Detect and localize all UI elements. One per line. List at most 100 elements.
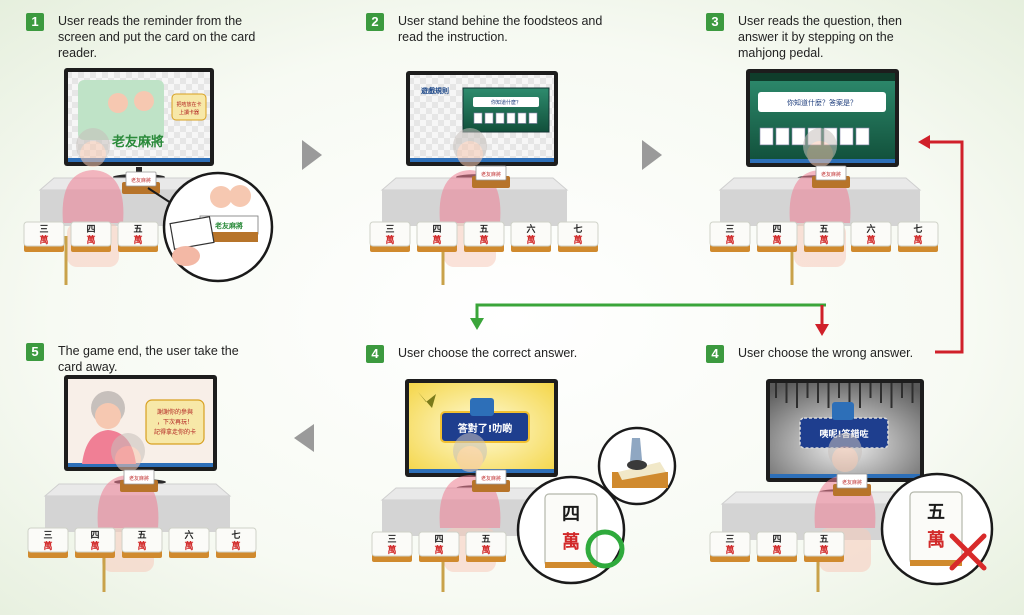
mahjong-tile: 三萬: [709, 531, 751, 562]
tile-number: 四: [434, 534, 443, 545]
tile-number: 三: [725, 534, 734, 545]
tile-face: [23, 221, 65, 247]
tile-face: [803, 531, 845, 557]
tile-wan: 萬: [184, 540, 193, 552]
step-number-badge: 1: [26, 13, 44, 31]
card-reader-card: [836, 473, 868, 489]
tile-wan: 萬: [725, 234, 734, 246]
flow-arrow-green-line: [475, 303, 826, 320]
flow-arrow-red-loop-line: [928, 140, 964, 354]
screen-tile: [839, 127, 854, 146]
tile-number: 五: [481, 534, 490, 545]
correct-circle-icon: [585, 529, 625, 569]
card-reader: 老友麻將: [472, 469, 510, 492]
tile-number: 三: [725, 224, 734, 235]
mahjong-tile: 六萬: [850, 221, 892, 252]
mahjong-tile: 七萬: [215, 527, 257, 558]
zoom-pedal-face: [618, 462, 666, 480]
step-3: 3 User reads the question, then answer i…: [706, 13, 931, 61]
mahjong-tile: 七萬: [557, 221, 599, 252]
card-reader-card: [815, 165, 847, 181]
screen-tile: [791, 127, 806, 146]
screen-confetti: [418, 392, 436, 408]
tile-number: 三: [387, 534, 396, 545]
card-reader-label: 老友麻將: [821, 171, 841, 178]
mahjong-tile: 五萬: [117, 221, 159, 252]
zoom-tile-wan: 萬: [927, 530, 945, 551]
tile-face: [850, 221, 892, 247]
card-reader-label: 老友麻將: [481, 171, 501, 178]
tile-wan: 萬: [772, 544, 781, 556]
tile-face: [215, 527, 257, 553]
step-number-badge: 3: [706, 13, 724, 31]
tile-number: 三: [43, 530, 52, 541]
screen-speech-bubble: [145, 399, 205, 445]
mahjong-tile: 五萬: [803, 531, 845, 562]
tile-face: [709, 221, 751, 247]
mahjong-tile: 六萬: [510, 221, 552, 252]
mahjong-tile: 五萬: [463, 221, 505, 252]
zoom-reader-base: [200, 232, 258, 242]
tile-face: [418, 531, 460, 557]
bubble-text: 記得拿走你的卡: [154, 428, 196, 436]
tile-number: 五: [819, 224, 828, 235]
flow-arrow-right-1: [302, 140, 322, 170]
person-face: [457, 446, 483, 472]
mahjong-tile: 五萬: [121, 527, 163, 558]
card-reader: 老友麻將: [812, 165, 850, 188]
screen-question-text: 你知道什麼？: [491, 99, 521, 106]
tile-face: [117, 221, 159, 247]
card-reader-label: 老友麻將: [129, 475, 149, 482]
person-face: [115, 446, 141, 472]
tile-wan: 萬: [231, 540, 240, 552]
mahjong-tile: 四萬: [756, 531, 798, 562]
tile-face: [803, 221, 845, 247]
mahjong-tile: 五萬: [803, 221, 845, 252]
step-number-badge: 5: [26, 343, 44, 361]
tile-wan: 萬: [725, 544, 734, 556]
zoom-elder-face: [229, 185, 251, 207]
tile-wan: 萬: [526, 234, 535, 246]
tile-number: 四: [90, 530, 99, 541]
screen-tile: [759, 127, 774, 146]
tile-wan: 萬: [86, 234, 95, 246]
tile-number: 七: [573, 223, 582, 235]
screen-elder-face: [95, 403, 121, 429]
person-body: [62, 170, 124, 223]
tile-wan: 萬: [90, 540, 99, 552]
mahjong-tile: 三萬: [371, 531, 413, 562]
tile-number: 三: [385, 224, 394, 235]
tile-number: 四: [86, 224, 95, 235]
screen-title-text: 遊戲規則: [421, 86, 449, 95]
card-reader-card: [475, 165, 507, 181]
tile-number: 四: [432, 224, 441, 235]
screen-tile: [775, 127, 790, 146]
step-1: 1 User reads the reminder from the scree…: [26, 13, 266, 61]
card-reader: 老友麻將: [122, 171, 160, 194]
card-reader: 老友麻將: [472, 165, 510, 188]
screen-mahjong-top-rail: [750, 73, 895, 81]
bubble-text: 上讀卡器: [179, 109, 199, 116]
person-face: [457, 141, 483, 167]
step-5: 5 The game end, the user take the card a…: [26, 343, 266, 375]
zoom-leg: [630, 438, 642, 462]
step-description: User choose the wrong answer.: [738, 346, 914, 360]
tile-wan: 萬: [137, 540, 146, 552]
card-reader-label: 老友麻將: [481, 475, 501, 482]
card-reader-card: [125, 171, 157, 187]
step-description: The game end, the user take the card awa…: [58, 344, 239, 374]
mahjong-tile: 四萬: [416, 221, 458, 252]
tile-face: [756, 221, 798, 247]
card-reader-label: 老友麻將: [131, 177, 151, 184]
tile-face: [709, 531, 751, 557]
screen-tile: [506, 112, 516, 124]
card-reader-card: [475, 469, 507, 485]
mahjong-tile: 三萬: [709, 221, 751, 252]
zoom-elder-face: [210, 186, 232, 208]
tile-wan: 萬: [387, 544, 396, 556]
tile-wan: 萬: [39, 234, 48, 246]
tile-number: 五: [819, 534, 828, 545]
step-number-badge: 4: [366, 345, 384, 363]
